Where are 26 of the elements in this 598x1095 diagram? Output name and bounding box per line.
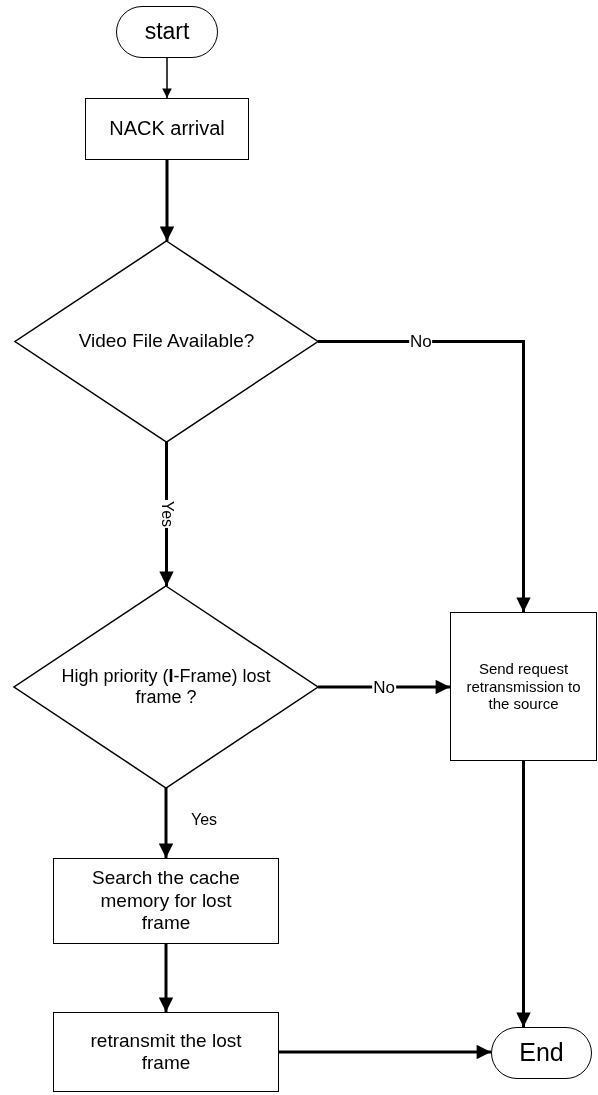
decision-diamond (14, 586, 318, 788)
terminal-shape (491, 1027, 592, 1079)
decision-diamond (15, 241, 318, 442)
arrow (162, 57, 172, 99)
terminal-shape (116, 6, 218, 58)
process-box (85, 98, 249, 160)
node-text: Video File Available? (78, 330, 255, 353)
edge-label: Yes (189, 812, 219, 828)
process-box (450, 612, 597, 761)
node-text: retransmit the lost frame (89, 1029, 243, 1075)
edge-label: No (372, 678, 396, 696)
arrow (158, 944, 174, 1012)
arrow (158, 788, 174, 858)
node-text: start (144, 18, 190, 46)
node-text: Send request retransmission to the source (465, 659, 582, 714)
arrow (516, 761, 531, 1027)
arrow (159, 160, 175, 241)
node-text: High priority (I-Frame) lost frame ? (60, 665, 272, 709)
node-text: End (519, 1038, 564, 1068)
arrow (318, 340, 531, 612)
process-box (53, 858, 279, 944)
node-text: NACK arrival (109, 117, 225, 141)
process-box (53, 1012, 279, 1092)
arrow (279, 1044, 491, 1060)
edge-label: No (408, 332, 433, 349)
node-text: Search the cache memory for lost frame (91, 867, 241, 935)
